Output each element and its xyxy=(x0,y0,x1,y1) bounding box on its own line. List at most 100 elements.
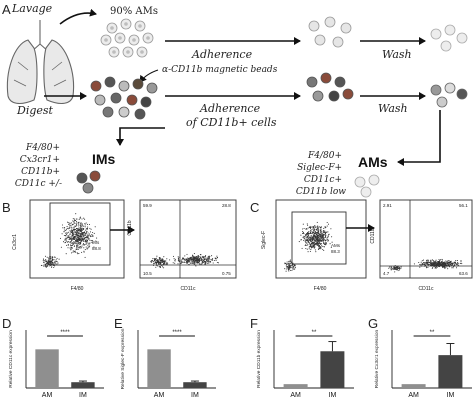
flow-event xyxy=(152,259,154,261)
flow-event xyxy=(48,257,50,259)
flow-event xyxy=(88,223,91,226)
flow-event xyxy=(66,238,68,240)
flow-event xyxy=(397,270,399,272)
flow-event xyxy=(208,255,210,257)
flow-event xyxy=(189,261,191,263)
flow-event xyxy=(420,264,422,266)
flow-event xyxy=(323,231,325,233)
flow-event xyxy=(315,251,317,253)
flow-event xyxy=(290,267,292,269)
flow-event xyxy=(313,243,315,246)
flow-event xyxy=(289,259,291,261)
flow-event xyxy=(75,235,78,237)
flow-event xyxy=(53,266,55,269)
flow-event xyxy=(320,237,323,239)
flow-event xyxy=(65,232,67,234)
flow-event xyxy=(86,240,88,242)
flow-event xyxy=(322,245,324,248)
flow-event xyxy=(326,237,328,239)
flow-event xyxy=(317,239,319,241)
flow-event xyxy=(309,227,311,229)
flow-event xyxy=(328,233,330,235)
flow-event xyxy=(202,261,204,263)
flow-event xyxy=(319,247,321,249)
lavage-cells-icon xyxy=(100,18,154,58)
flow-event xyxy=(208,257,211,259)
flow-event xyxy=(62,227,64,229)
flow-event xyxy=(78,239,80,241)
flow-event xyxy=(45,263,47,265)
significance-label: ** xyxy=(430,330,435,336)
flow-event xyxy=(174,262,176,264)
flow-event xyxy=(89,242,91,244)
flow-event xyxy=(194,260,196,262)
flow-event xyxy=(324,226,326,228)
flow-event xyxy=(45,260,47,262)
flow-event xyxy=(187,258,189,260)
flow-event xyxy=(432,266,434,269)
flow-event xyxy=(186,253,188,255)
flow-event xyxy=(311,229,313,231)
flow-event xyxy=(76,240,78,242)
flow-event xyxy=(75,238,77,240)
flow-event xyxy=(322,237,324,239)
flow-event xyxy=(430,261,432,263)
flow-event xyxy=(322,238,324,240)
flow-event xyxy=(309,225,311,227)
flow-event xyxy=(91,241,93,243)
flow-event xyxy=(298,241,300,243)
lungs-icon xyxy=(6,20,75,105)
flow-event xyxy=(43,264,45,266)
flow-event xyxy=(48,258,50,260)
flow-event xyxy=(71,239,73,241)
flow-event xyxy=(70,248,72,250)
flow-event xyxy=(455,267,458,269)
flow-event xyxy=(177,263,179,265)
flow-event xyxy=(77,245,79,247)
flow-event xyxy=(159,256,161,259)
flow-event xyxy=(54,260,56,262)
flow-event xyxy=(67,244,69,246)
flow-event xyxy=(84,218,86,220)
flow-event xyxy=(427,266,429,269)
flow-event xyxy=(162,259,164,261)
flow-event xyxy=(172,262,174,264)
flow-event xyxy=(83,231,85,233)
flow-event xyxy=(308,230,310,233)
flow-event xyxy=(307,227,309,229)
flow-event xyxy=(288,265,290,267)
flow-event xyxy=(308,246,310,248)
flow-event xyxy=(321,233,323,235)
flow-event xyxy=(216,255,218,257)
flow-event xyxy=(73,230,75,232)
flow-event xyxy=(66,233,68,236)
flow-event xyxy=(87,246,89,248)
flow-event xyxy=(394,271,396,273)
flow-event xyxy=(80,226,82,228)
ams-marker-4: CD11b low xyxy=(296,187,346,197)
flow-event xyxy=(399,268,401,270)
flow-event xyxy=(452,267,454,269)
flow-event xyxy=(186,262,188,264)
panel-label-b: B xyxy=(2,200,11,215)
flow-event xyxy=(64,238,66,240)
flow-event xyxy=(80,238,82,240)
flow-event xyxy=(72,218,74,220)
flow-event xyxy=(70,240,72,242)
ams-title: AMs xyxy=(358,154,388,170)
flow-event xyxy=(78,218,80,220)
flow-event xyxy=(90,228,92,230)
flow-event xyxy=(75,222,77,224)
flow-event xyxy=(419,266,421,268)
flow-event xyxy=(80,245,82,247)
flow-event xyxy=(72,232,74,235)
flow-event xyxy=(317,225,319,227)
flow-event xyxy=(316,244,318,246)
flow-event xyxy=(73,233,75,235)
category-label: IM xyxy=(329,392,337,399)
flow-event xyxy=(306,223,308,225)
flow-event xyxy=(319,239,322,241)
flow-event xyxy=(322,233,324,235)
flow-event xyxy=(286,267,288,269)
flow-event xyxy=(74,238,76,240)
